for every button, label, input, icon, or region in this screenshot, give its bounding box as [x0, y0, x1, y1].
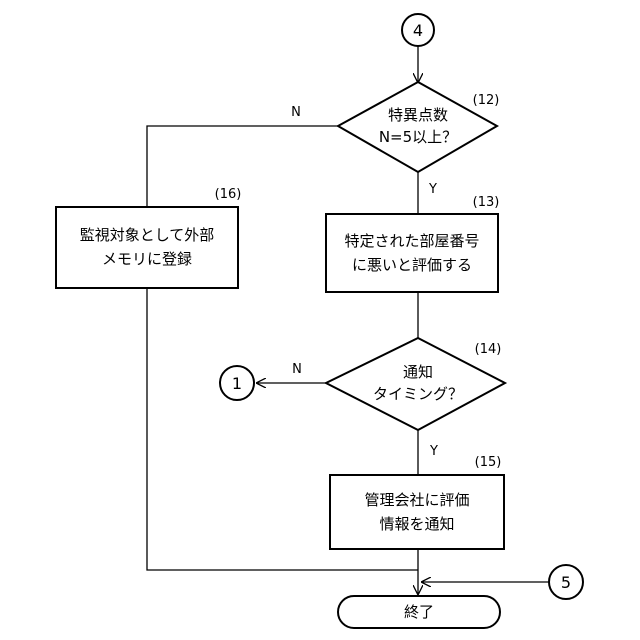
- process-15: 管理会社に評価 情報を通知 (15): [330, 455, 504, 549]
- process-15-line1: 管理会社に評価: [364, 491, 469, 509]
- connector-1-label: 1: [232, 374, 242, 393]
- edge-12-no-to-16: [147, 126, 338, 207]
- connector-4: 4: [402, 14, 434, 46]
- decision-12-number: (12): [473, 93, 500, 108]
- connector-5: 5: [549, 565, 583, 599]
- terminal-end: 終了: [338, 596, 500, 628]
- decision-14-yes-label: Y: [429, 444, 438, 459]
- process-16: 監視対象として外部 メモリに登録 (16): [56, 187, 241, 288]
- process-15-number: (15): [475, 455, 502, 470]
- decision-12: 特異点数 N=5以上？ (12) N Y: [291, 82, 499, 197]
- process-16-line1: 監視対象として外部: [80, 226, 215, 244]
- decision-14-line1: 通知: [403, 363, 433, 381]
- connector-4-label: 4: [413, 21, 423, 40]
- process-15-line2: 情報を通知: [379, 515, 454, 533]
- decision-12-yes-label: Y: [428, 182, 437, 197]
- process-16-line2: メモリに登録: [102, 250, 192, 268]
- decision-14-line2: タイミング？: [373, 385, 463, 403]
- process-16-number: (16): [215, 187, 242, 202]
- process-13-number: (13): [473, 195, 500, 210]
- decision-12-line2: N=5以上？: [379, 128, 457, 146]
- process-13-line1: 特定された部屋番号: [344, 232, 479, 250]
- decision-12-no-label: N: [291, 105, 301, 120]
- process-13: 特定された部屋番号 に悪いと評価する (13): [326, 195, 499, 292]
- decision-12-line1: 特異点数: [388, 106, 448, 124]
- connector-5-label: 5: [561, 573, 571, 592]
- process-13-line2: に悪いと評価する: [352, 256, 472, 274]
- decision-14-no-label: N: [292, 362, 302, 377]
- decision-14: 通知 タイミング？ (14) N Y: [292, 338, 505, 459]
- decision-14-number: (14): [475, 342, 502, 357]
- terminal-label: 終了: [404, 603, 434, 621]
- connector-1: 1: [220, 366, 254, 400]
